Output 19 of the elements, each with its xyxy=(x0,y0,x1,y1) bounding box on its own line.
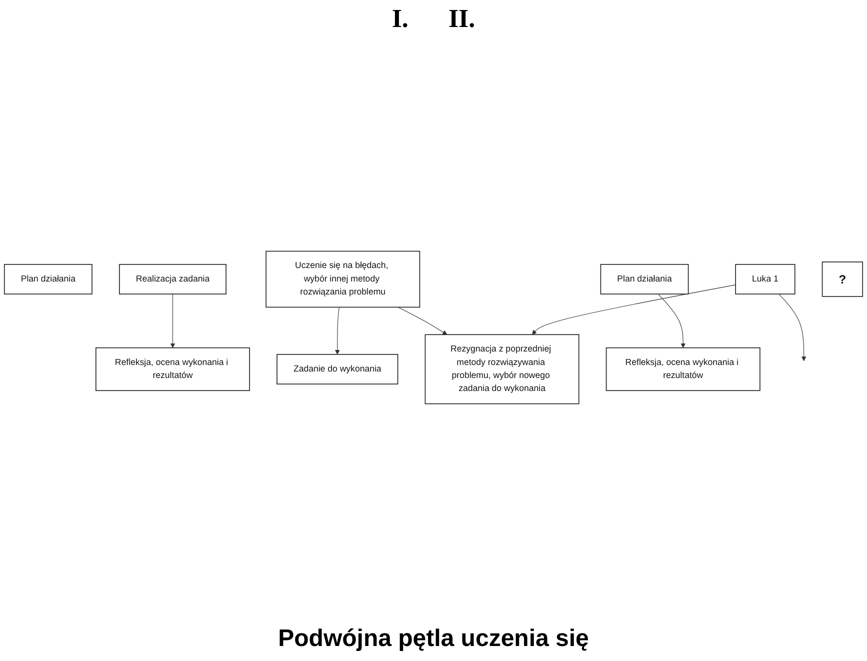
arrow xyxy=(334,306,340,355)
node-box: Rezygnacja z poprzedniej metody rozwiązywania problemu, wybór nowego zadania do wykonania xyxy=(424,334,580,404)
arrow xyxy=(170,294,176,348)
node-box: Zadanie do wykonania xyxy=(276,354,398,384)
diagram-caption: Podwójna pętla uczenia się xyxy=(278,625,589,653)
node-box: Uczenie się na błędach, wybór innej metody rozwiązania problemu xyxy=(266,250,420,308)
node-box: Refleksja, ocena wykonania i rezultatów xyxy=(606,347,760,392)
arrow xyxy=(532,284,736,335)
arrow xyxy=(778,294,806,362)
section-numeral: I. xyxy=(392,4,408,34)
section-numeral: II. xyxy=(448,4,476,34)
node-box: ? xyxy=(822,262,864,297)
node-box: Luka 1 xyxy=(735,264,796,294)
arrow xyxy=(658,294,686,348)
node-box: Plan działania xyxy=(4,264,92,294)
node-box: Plan działania xyxy=(600,264,689,294)
node-box: Refleksja, ocena wykonania i rezultatów xyxy=(96,347,250,392)
node-box: Realizacja zadania xyxy=(119,264,226,294)
arrow xyxy=(398,306,448,335)
